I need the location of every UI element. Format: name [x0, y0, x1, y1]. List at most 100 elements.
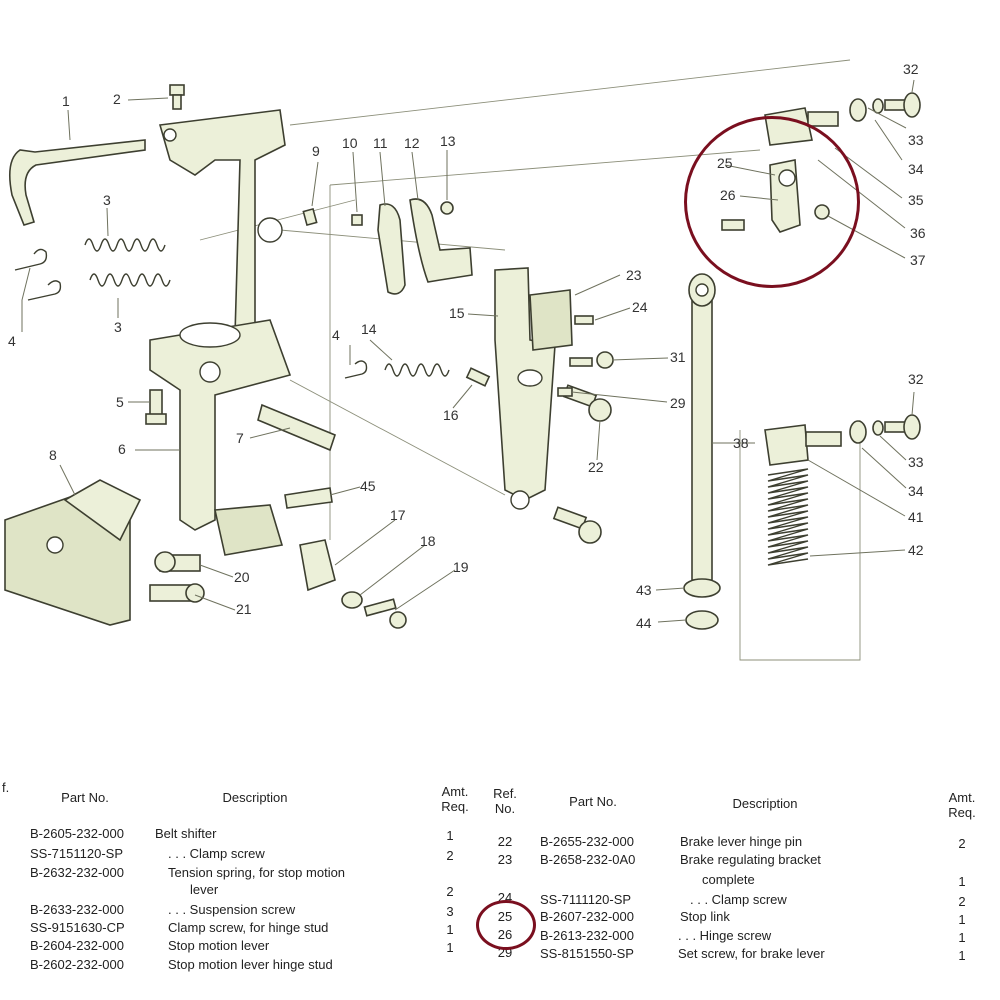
- right-part-no: B-2658-232-0A0: [540, 852, 636, 867]
- left-part-no-header: Part No.: [61, 790, 109, 805]
- callout-11: 13: [440, 133, 456, 149]
- right-part-no: SS-7111120-SP: [540, 892, 632, 907]
- callout-10: 10: [342, 135, 358, 151]
- set-screw-29: [557, 387, 573, 397]
- block-17: [299, 539, 336, 592]
- callout-8: 8: [49, 447, 57, 463]
- callout-16: 16: [443, 407, 459, 423]
- lever-mid-hole: [257, 217, 283, 243]
- nut-44: [685, 610, 719, 630]
- suspension-screw-a: [14, 248, 48, 271]
- left-part-no: SS-7151120-SP: [30, 846, 123, 861]
- callout-29: 29: [670, 395, 686, 411]
- screw-20: [154, 551, 201, 573]
- right-description: Set screw, for brake lever: [678, 946, 825, 961]
- right-description-header: Description: [732, 796, 798, 811]
- clamp-screw-24: [574, 315, 594, 325]
- left-description: . . . Clamp screw: [168, 846, 265, 861]
- spring-block-41: [764, 424, 809, 466]
- callout-35: 35: [908, 192, 924, 208]
- bracket-hole: [46, 536, 64, 554]
- bracket-ear: [63, 479, 142, 542]
- screw-19: [363, 598, 407, 629]
- callout-21: 21: [236, 601, 252, 617]
- callout-7: 7: [236, 430, 244, 446]
- callout-37: 37: [910, 252, 926, 268]
- right-amt: 1: [958, 912, 966, 927]
- callout-42: 42: [908, 542, 924, 558]
- right-description: . . . Hinge screw: [678, 928, 772, 943]
- left-description: lever: [190, 882, 219, 897]
- right-amt: 1: [958, 874, 966, 889]
- callout-32-upper: 32: [903, 61, 919, 77]
- left-amt: 1: [446, 922, 454, 937]
- block-center: [214, 504, 284, 556]
- left-part-no: B-2633-232-000: [30, 902, 124, 917]
- nut-43: [683, 578, 721, 598]
- left-description: Stop motion lever: [168, 938, 270, 953]
- lever-hub-hole: [179, 322, 241, 348]
- left-part-no: B-2604-232-000: [30, 938, 124, 953]
- callout-14: 14: [361, 321, 377, 337]
- rod-eye-hole: [695, 283, 709, 297]
- callout-20: 20: [234, 569, 250, 585]
- lever-pivot-hole: [199, 361, 221, 383]
- belt-shifter: [9, 139, 146, 226]
- highlight-circle-stop-link: [684, 116, 860, 288]
- right-part-no: B-2655-232-000: [540, 834, 634, 849]
- hook-4b: [344, 360, 368, 379]
- callout-41: 41: [908, 509, 924, 525]
- right-ref-header: Ref. No.: [493, 786, 517, 816]
- right-amt-header: Amt. Req.: [948, 790, 976, 820]
- right-amt: 1: [958, 948, 966, 963]
- callout-34-lower: 34: [908, 483, 924, 499]
- callout-31: 31: [670, 349, 686, 365]
- left-part-no: B-2632-232-000: [30, 865, 124, 880]
- left-amt: 2: [446, 884, 454, 899]
- callout-24: 24: [632, 299, 648, 315]
- callout-18: 18: [420, 533, 436, 549]
- spring-14: [384, 363, 450, 377]
- callout-2: 2: [113, 91, 121, 107]
- left-amt: 1: [446, 828, 454, 843]
- left-description: . . . Suspension screw: [168, 902, 296, 917]
- brake-lever-slot: [517, 369, 543, 387]
- clamp-screw-5: [145, 389, 167, 425]
- left-ref-header: f.: [2, 780, 10, 795]
- upper-stud: [807, 111, 839, 127]
- parts-diagram: 1 2 3 3 4 4 5 6 7 8 9 10 11 12 13 14 15 …: [4, 59, 926, 661]
- callout-32-lower: 32: [908, 371, 924, 387]
- left-amt: 2: [446, 848, 454, 863]
- right-description: Brake lever hinge pin: [680, 834, 803, 849]
- brake-lever-hinge-pin-lower: [552, 506, 602, 544]
- left-description: Belt shifter: [155, 826, 217, 841]
- washer-34-upper: [849, 98, 867, 122]
- callout-4-mid: 4: [332, 327, 340, 343]
- callout-3-lower: 3: [114, 319, 122, 335]
- callout-33-upper: 33: [908, 132, 924, 148]
- hinge-stud: [257, 403, 336, 452]
- right-part-no-header: Part No.: [569, 794, 617, 809]
- cam-13: [409, 198, 473, 283]
- callout-23: 23: [626, 267, 642, 283]
- callout-38: 38: [733, 435, 749, 451]
- assembly-lines: [199, 59, 861, 661]
- nut-11: [440, 201, 454, 215]
- right-ref: 23: [497, 852, 513, 867]
- tension-spring-lower: [89, 273, 171, 287]
- callout-44: 44: [636, 615, 652, 631]
- left-amt: 3: [446, 904, 454, 919]
- callout-43: 43: [636, 582, 652, 598]
- highlight-circle-ref-25-26: [476, 900, 536, 950]
- right-description: complete: [702, 872, 755, 887]
- brake-lever-bottom-hole: [510, 490, 530, 510]
- right-description: Brake regulating bracket: [680, 852, 821, 867]
- right-ref: 22: [497, 834, 513, 849]
- callout-33-lower: 33: [908, 454, 924, 470]
- left-part-no: SS-9151630-CP: [30, 920, 125, 935]
- callout-17: 17: [390, 507, 406, 523]
- left-description-header: Description: [222, 790, 288, 805]
- callout-15: 15: [449, 305, 465, 321]
- left-part-no: B-2605-232-000: [30, 826, 124, 841]
- screw-10: [351, 214, 363, 226]
